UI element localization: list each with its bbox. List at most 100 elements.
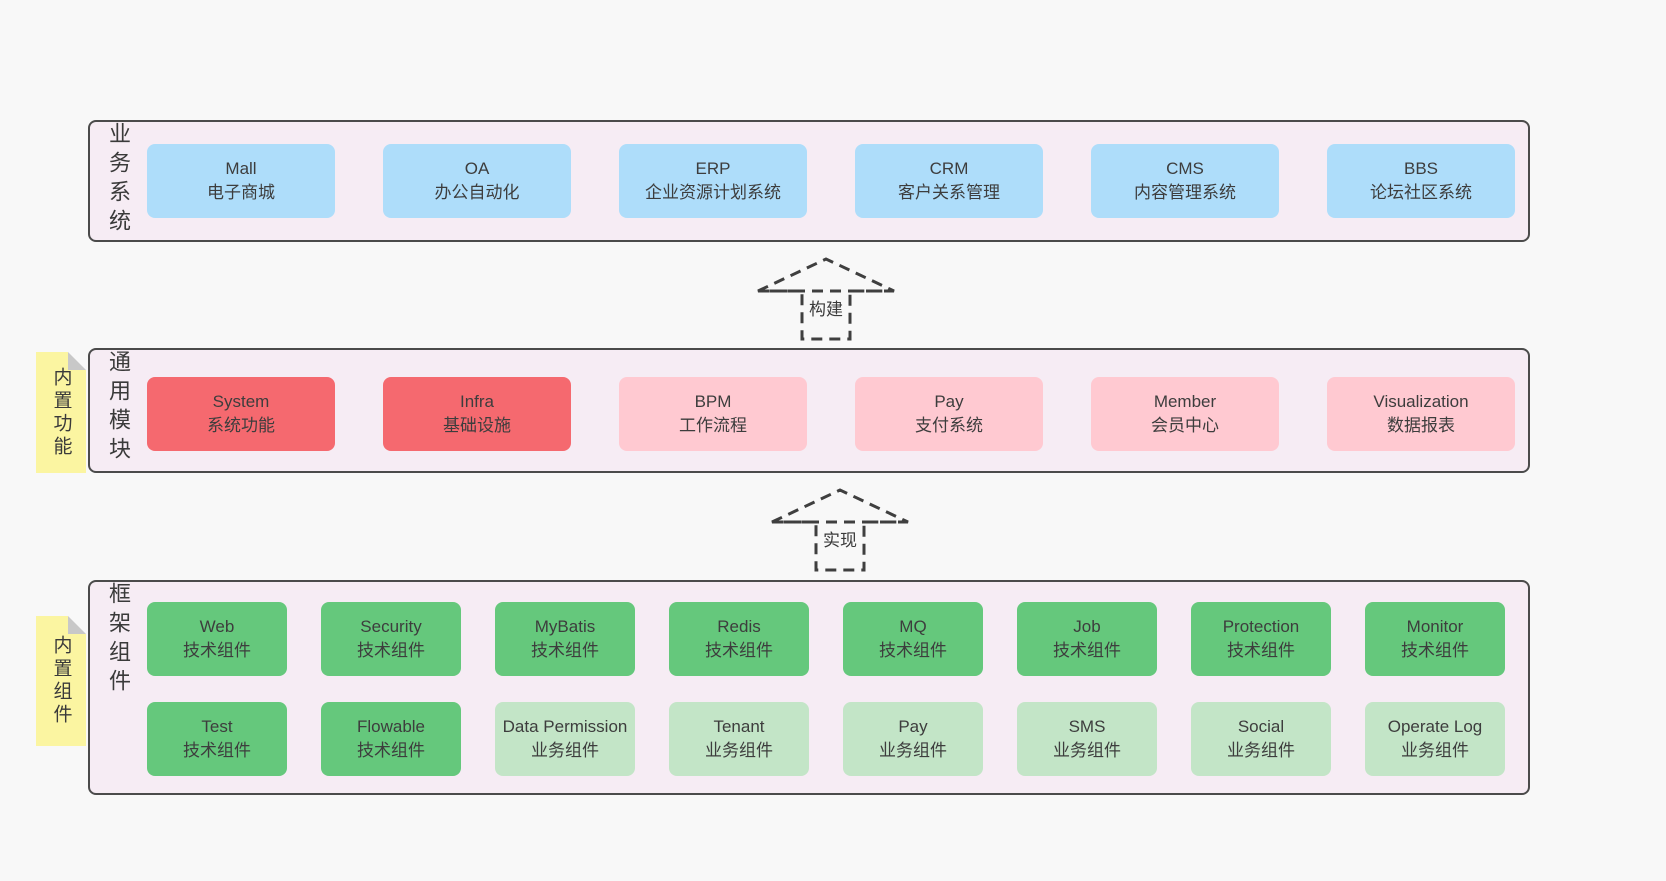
box-crm: CRM 客户关系管理: [855, 144, 1043, 218]
builtin-components-sticky: 内置组件: [36, 616, 86, 746]
box-subtitle: 数据报表: [1387, 416, 1455, 435]
box-subtitle: 技术组件: [1401, 641, 1469, 660]
box-subtitle: 论坛社区系统: [1370, 183, 1472, 202]
box-title: Redis: [717, 617, 761, 636]
box-test: Test 技术组件: [147, 702, 287, 776]
box-job: Job 技术组件: [1017, 602, 1157, 676]
box-title: CRM: [929, 159, 969, 178]
box-subtitle: 内容管理系统: [1134, 183, 1236, 202]
framework-row-1: Web 技术组件 Security 技术组件 MyBatis 技术组件 Redi…: [147, 602, 1505, 676]
box-erp: ERP 企业资源计划系统: [619, 144, 807, 218]
box-subtitle: 电子商城: [207, 183, 275, 202]
box-visualization: Visualization 数据报表: [1327, 377, 1515, 451]
box-bpm: BPM 工作流程: [619, 377, 807, 451]
box-sms: SMS 业务组件: [1017, 702, 1157, 776]
box-system: System 系统功能: [147, 377, 335, 451]
box-data-permission: Data Permission 业务组件: [495, 702, 635, 776]
box-subtitle: 工作流程: [679, 416, 747, 435]
box-title: System: [212, 392, 270, 411]
box-title: Job: [1073, 617, 1101, 636]
box-title: ERP: [695, 159, 731, 178]
box-web: Web 技术组件: [147, 602, 287, 676]
box-oa: OA 办公自动化: [383, 144, 571, 218]
box-subtitle: 系统功能: [207, 416, 275, 435]
box-subtitle: 支付系统: [915, 416, 983, 435]
box-title: MyBatis: [534, 617, 596, 636]
box-title: Protection: [1222, 617, 1300, 636]
business-systems-label: 业务系统: [106, 122, 131, 238]
box-title: Web: [199, 617, 235, 636]
framework-components-label: 框架组件: [106, 582, 131, 698]
box-subtitle: 客户关系管理: [898, 183, 1000, 202]
framework-components-section: 框架组件 Web 技术组件 Security 技术组件 MyBatis 技术组件…: [88, 580, 1530, 795]
box-subtitle: 技术组件: [357, 741, 425, 760]
box-title: Pay: [898, 717, 928, 736]
box-title: SMS: [1068, 717, 1106, 736]
box-pay-component: Pay 业务组件: [843, 702, 983, 776]
build-arrow-label: 构建: [806, 295, 846, 320]
box-mall: Mall 电子商城: [147, 144, 335, 218]
implement-arrow-label: 实现: [820, 526, 860, 551]
box-title: CMS: [1166, 159, 1204, 178]
box-title: Flowable: [356, 717, 426, 736]
box-title: Infra: [459, 392, 495, 411]
box-subtitle: 业务组件: [1401, 741, 1469, 760]
box-title: Tenant: [713, 717, 765, 736]
box-monitor: Monitor 技术组件: [1365, 602, 1505, 676]
box-title: Social: [1237, 717, 1285, 736]
box-subtitle: 业务组件: [1053, 741, 1121, 760]
implement-arrow: 实现: [770, 488, 910, 572]
box-subtitle: 会员中心: [1151, 416, 1219, 435]
box-subtitle: 业务组件: [1227, 741, 1295, 760]
box-title: OA: [464, 159, 490, 178]
dashed-up-arrow-icon: [757, 257, 895, 341]
business-systems-row: Mall 电子商城 OA 办公自动化 ERP 企业资源计划系统 CRM 客户关系…: [147, 144, 1515, 218]
box-subtitle: 企业资源计划系统: [645, 183, 781, 202]
box-title: Member: [1153, 392, 1217, 411]
box-infra: Infra 基础设施: [383, 377, 571, 451]
box-subtitle: 业务组件: [531, 741, 599, 760]
box-subtitle: 技术组件: [1053, 641, 1121, 660]
box-subtitle: 技术组件: [1227, 641, 1295, 660]
box-security: Security 技术组件: [321, 602, 461, 676]
builtin-components-sticky-label: 内置组件: [50, 635, 72, 727]
box-flowable: Flowable 技术组件: [321, 702, 461, 776]
box-subtitle: 基础设施: [443, 416, 511, 435]
common-modules-row: System 系统功能 Infra 基础设施 BPM 工作流程 Pay 支付系统…: [147, 377, 1515, 451]
box-mybatis: MyBatis 技术组件: [495, 602, 635, 676]
box-title: Mall: [225, 159, 257, 178]
box-subtitle: 业务组件: [705, 741, 773, 760]
box-subtitle: 技术组件: [183, 741, 251, 760]
box-subtitle: 技术组件: [531, 641, 599, 660]
box-bbs: BBS 论坛社区系统: [1327, 144, 1515, 218]
box-title: MQ: [899, 617, 927, 636]
common-modules-section: 通用模块 System 系统功能 Infra 基础设施 BPM 工作流程 Pay…: [88, 348, 1530, 473]
box-title: Security: [360, 617, 422, 636]
box-pay-system: Pay 支付系统: [855, 377, 1043, 451]
box-protection: Protection 技术组件: [1191, 602, 1331, 676]
box-subtitle: 技术组件: [879, 641, 947, 660]
builtin-functions-sticky-label: 内置功能: [50, 366, 72, 459]
box-title: Data Permission: [502, 717, 628, 736]
box-redis: Redis 技术组件: [669, 602, 809, 676]
box-title: Operate Log: [1387, 717, 1483, 736]
box-cms: CMS 内容管理系统: [1091, 144, 1279, 218]
box-subtitle: 办公自动化: [434, 183, 520, 202]
build-arrow: 构建: [756, 257, 896, 341]
dashed-up-arrow-icon: [771, 488, 909, 572]
business-systems-section: 业务系统 Mall 电子商城 OA 办公自动化 ERP 企业资源计划系统 CRM…: [88, 120, 1530, 242]
common-modules-label: 通用模块: [106, 350, 131, 466]
box-social: Social 业务组件: [1191, 702, 1331, 776]
box-title: Visualization: [1373, 392, 1469, 411]
box-subtitle: 技术组件: [183, 641, 251, 660]
framework-row-2: Test 技术组件 Flowable 技术组件 Data Permission …: [147, 702, 1505, 776]
box-subtitle: 技术组件: [357, 641, 425, 660]
builtin-functions-sticky: 内置功能: [36, 352, 86, 473]
box-mq: MQ 技术组件: [843, 602, 983, 676]
box-subtitle: 业务组件: [879, 741, 947, 760]
box-tenant: Tenant 业务组件: [669, 702, 809, 776]
box-operate-log: Operate Log 业务组件: [1365, 702, 1505, 776]
box-title: BBS: [1403, 159, 1439, 178]
box-title: Pay: [934, 392, 964, 411]
box-title: Monitor: [1406, 617, 1464, 636]
